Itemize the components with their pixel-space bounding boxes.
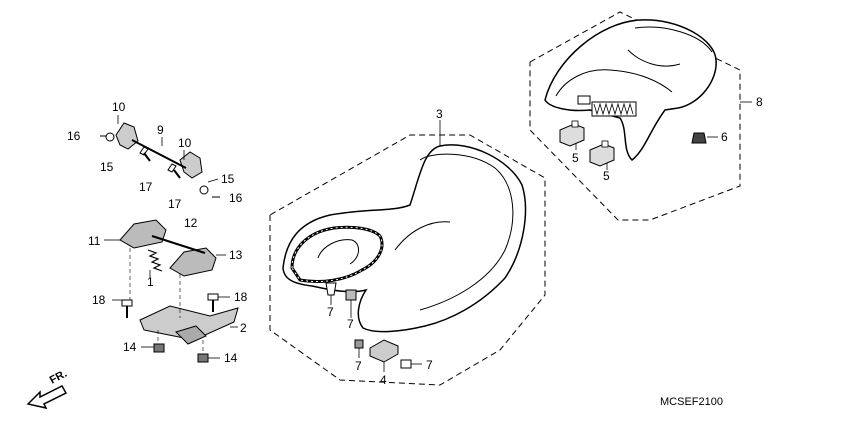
callout-7d: 7 [426,358,433,372]
callout-2: 2 [240,321,247,335]
callout-10a: 10 [112,100,126,114]
callout-17a: 17 [139,180,153,194]
callout-16a: 16 [67,129,81,143]
main-seat [282,144,527,333]
latch-spring [147,249,163,272]
rear-seat-spring [577,95,637,117]
callout-13: 13 [229,248,243,262]
callout-11: 11 [88,234,101,248]
seat-stay [369,339,399,363]
callout-5b: 5 [603,169,610,183]
callout-5a: 5 [572,151,579,165]
callout-14a: 14 [123,340,137,354]
seat-cushion-1 [325,282,337,296]
callout-8: 8 [756,95,763,109]
callout-14b: 14 [224,351,238,365]
latch-mechanism-group [100,115,239,363]
callout-7b: 7 [347,317,354,331]
callout-4: 4 [380,373,387,387]
rear-cushion [691,132,707,144]
rear-seat [544,19,717,161]
callout-7a: 7 [327,305,334,319]
callout-15b: 15 [221,172,235,186]
diagram-code: MCSEF2100 [660,396,723,408]
callout-9: 9 [157,123,164,137]
seat-cushion-3 [354,339,364,349]
latch-plate-right [169,247,217,277]
callout-16b: 16 [229,191,243,205]
upper-brackets [100,122,220,198]
direction-label: FR. [48,368,69,387]
seat-cushion-4 [400,359,412,369]
callout-1: 1 [147,275,154,289]
front-direction-arrow: FR. [26,368,69,410]
rear-stopper-1 [559,120,585,147]
main-seat-group [269,120,546,386]
callout-15a: 15 [100,160,114,174]
rear-seat-group [529,11,752,221]
callout-7c: 7 [355,359,362,373]
latch-rod [151,235,206,254]
callout-6: 6 [721,130,728,144]
seat-cushion-2 [345,289,357,301]
latch-plate-left [119,219,167,249]
latch-base [139,305,239,341]
callout-18a: 18 [92,293,106,307]
callout-18b: 18 [234,290,248,304]
rear-seat-boundary [529,11,741,221]
rear-stopper-2 [589,140,615,167]
callout-17b: 17 [168,197,182,211]
callout-3: 3 [436,107,443,121]
callout-12: 12 [184,216,198,230]
callout-10b: 10 [178,136,192,150]
